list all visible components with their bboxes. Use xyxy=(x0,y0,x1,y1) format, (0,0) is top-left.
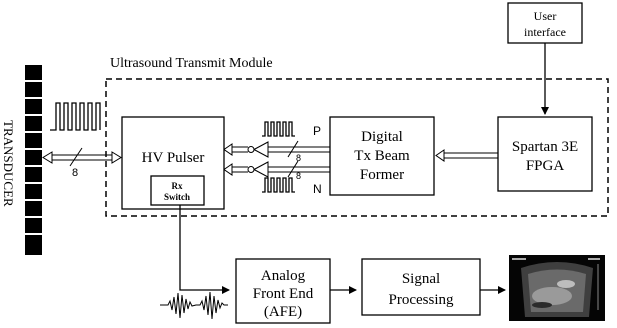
p-pulse-wave xyxy=(262,121,295,137)
rx-switch-line-2: Switch xyxy=(164,192,190,202)
module-title: Ultrasound Transmit Module xyxy=(110,56,273,71)
transmit-pulse-wave xyxy=(50,102,101,131)
user-interface-box: User interface xyxy=(507,2,583,44)
rx-switch-line-1: Rx xyxy=(172,181,183,191)
rx-switch-box: Rx Switch xyxy=(150,175,205,206)
rx-to-afe-wire xyxy=(179,205,230,294)
p-bus-width: 8 xyxy=(296,153,301,163)
n-pulse-wave xyxy=(262,177,295,193)
fpga-line-2: FPGA xyxy=(526,158,565,174)
transducer-array xyxy=(25,65,42,255)
transducer-label: TRANSDUCER xyxy=(1,120,16,207)
hv-pulser-label: HV Pulser xyxy=(142,150,205,166)
afe-line-2: Front End xyxy=(253,286,314,302)
signal-processing-box: Signal Processing xyxy=(361,258,481,316)
signal-processing-line-2: Processing xyxy=(389,292,454,308)
beam-former-line-3: Former xyxy=(360,167,404,183)
beam-former-line-2: Tx Beam xyxy=(354,148,410,164)
afe-line-3: (AFE) xyxy=(264,304,302,320)
fpga-line-1: Spartan 3E xyxy=(512,139,578,155)
beam-former-line-1: Digital xyxy=(361,129,403,145)
user-interface-line-2: interface xyxy=(524,25,566,39)
n-bus-width: 8 xyxy=(296,171,301,181)
n-channel-bus xyxy=(223,160,330,178)
n-label: N xyxy=(313,182,322,196)
ultrasound-image xyxy=(509,255,605,321)
user-interface-line-1: User xyxy=(534,9,557,23)
transducer-bus xyxy=(42,147,122,167)
signal-processing-line-1: Signal xyxy=(402,271,440,287)
p-channel-bus xyxy=(223,140,330,158)
afe-box: Analog Front End (AFE) xyxy=(235,258,331,324)
afe-line-1: Analog xyxy=(261,268,306,284)
transducer-bus-width: 8 xyxy=(72,167,78,179)
beam-former-box: Digital Tx Beam Former xyxy=(329,116,435,196)
fpga-to-beamformer-bus xyxy=(435,149,498,162)
p-label: P xyxy=(313,124,321,138)
transmit-module-border xyxy=(105,78,609,217)
fpga-box: Spartan 3E FPGA xyxy=(497,116,593,192)
echo-waveform xyxy=(160,291,228,320)
